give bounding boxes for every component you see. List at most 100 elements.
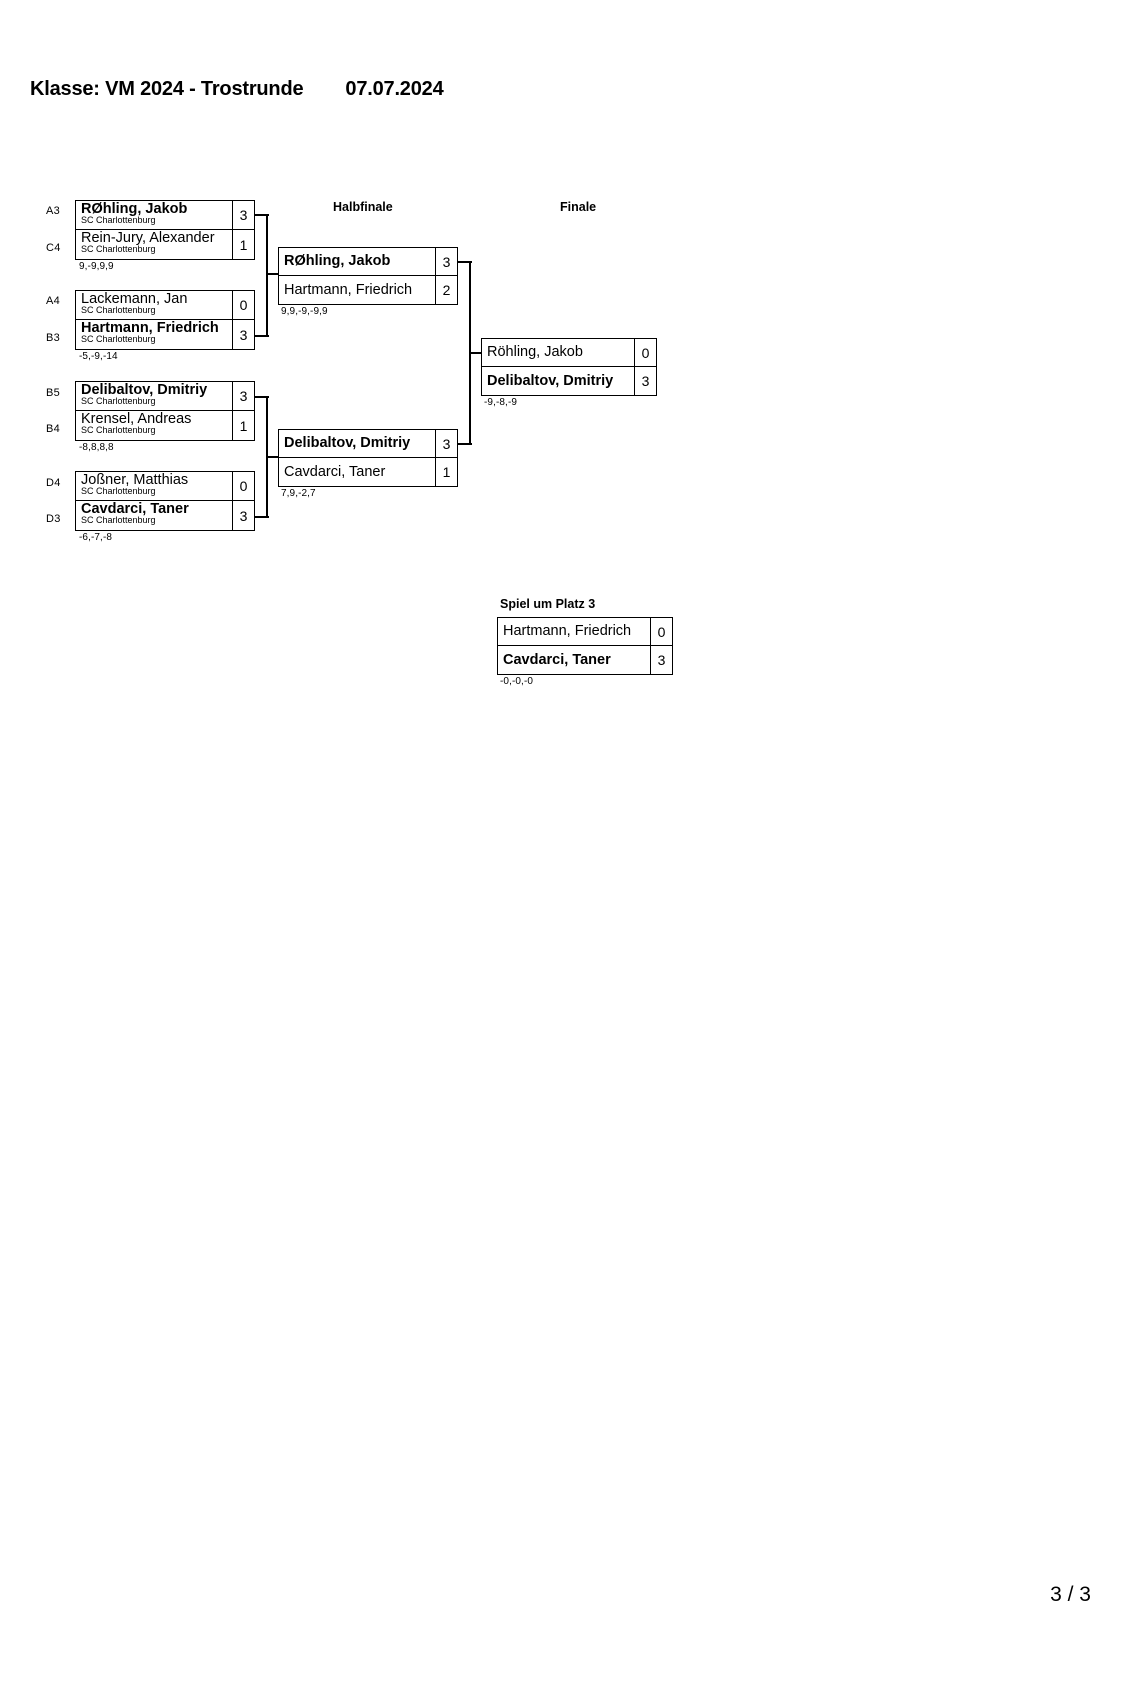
player-cell: RØhling, Jakob SC Charlottenburg	[76, 201, 232, 229]
player-cell: Cavdarci, Taner SC Charlottenburg	[76, 501, 232, 530]
player-name: Cavdarci, Taner	[81, 501, 189, 517]
player-score: 0	[650, 618, 672, 645]
seed-label: C4	[46, 242, 61, 254]
player-name: Hartmann, Friedrich	[284, 281, 413, 298]
player-name: Hartmann, Friedrich	[81, 320, 219, 336]
player-score: 3	[232, 320, 254, 349]
match-row[interactable]: Röhling, Jakob 0	[482, 339, 656, 367]
seed-label: B3	[46, 332, 61, 344]
player-cell: Rein-Jury, Alexander SC Charlottenburg	[76, 230, 232, 259]
bracket-connector	[458, 261, 472, 264]
bracket-connector	[458, 443, 472, 446]
player-club: SC Charlottenburg	[81, 334, 156, 344]
player-score: 0	[634, 339, 656, 366]
set-results: 7,9,-2,7	[281, 488, 316, 499]
player-cell: RØhling, Jakob	[279, 248, 435, 275]
player-score: 3	[232, 382, 254, 410]
match-row[interactable]: Lackemann, Jan SC Charlottenburg 0	[76, 291, 254, 320]
player-score: 3	[634, 367, 656, 395]
match-row[interactable]: Hartmann, Friedrich 2	[279, 276, 457, 304]
round-label-finale: Finale	[560, 200, 597, 214]
player-name: Delibaltov, Dmitriy	[284, 435, 411, 451]
seed-label: A4	[46, 295, 61, 307]
player-cell: Hartmann, Friedrich	[498, 618, 650, 645]
match-row[interactable]: Delibaltov, Dmitriy 3	[279, 430, 457, 458]
page-number: 3 / 3	[1050, 1583, 1091, 1606]
match-row[interactable]: Rein-Jury, Alexander SC Charlottenburg 1	[76, 230, 254, 259]
player-cell: Delibaltov, Dmitriy SC Charlottenburg	[76, 382, 232, 410]
player-club: SC Charlottenburg	[81, 515, 156, 525]
bracket-connector	[255, 396, 269, 399]
player-club: SC Charlottenburg	[81, 305, 156, 315]
player-club: SC Charlottenburg	[81, 486, 156, 496]
player-score: 1	[435, 458, 457, 486]
player-cell: Delibaltov, Dmitriy	[482, 367, 634, 395]
match-box-semifinal-2[interactable]: Delibaltov, Dmitriy 3 Cavdarci, Taner 1	[278, 429, 458, 487]
player-cell: Hartmann, Friedrich SC Charlottenburg	[76, 320, 232, 349]
round-label-spiel-um-platz-3: Spiel um Platz 3	[500, 597, 596, 611]
player-cell: Hartmann, Friedrich	[279, 276, 435, 304]
player-club: SC Charlottenburg	[81, 215, 156, 225]
match-box-r1-1[interactable]: RØhling, Jakob SC Charlottenburg 3 Rein-…	[75, 200, 255, 260]
match-box-r1-4[interactable]: Joßner, Matthias SC Charlottenburg 0 Cav…	[75, 471, 255, 531]
player-cell: Cavdarci, Taner	[498, 646, 650, 674]
match-row[interactable]: Joßner, Matthias SC Charlottenburg 0	[76, 472, 254, 501]
set-results: 9,9,-9,-9,9	[281, 306, 328, 317]
player-cell: Krensel, Andreas SC Charlottenburg	[76, 411, 232, 440]
player-club: SC Charlottenburg	[81, 425, 156, 435]
seed-label: B5	[46, 387, 61, 399]
match-box-semifinal-1[interactable]: RØhling, Jakob 3 Hartmann, Friedrich 2	[278, 247, 458, 305]
player-name: RØhling, Jakob	[284, 253, 391, 269]
match-row[interactable]: Krensel, Andreas SC Charlottenburg 1	[76, 411, 254, 440]
match-row[interactable]: Cavdarci, Taner 1	[279, 458, 457, 486]
player-score: 1	[232, 411, 254, 440]
seed-label: D3	[46, 513, 61, 525]
player-score: 3	[435, 248, 457, 275]
player-name: Röhling, Jakob	[487, 344, 583, 360]
player-cell: Cavdarci, Taner	[279, 458, 435, 486]
match-row[interactable]: Cavdarci, Taner SC Charlottenburg 3	[76, 501, 254, 530]
match-row[interactable]: Delibaltov, Dmitriy SC Charlottenburg 3	[76, 382, 254, 411]
bracket-connector	[469, 352, 483, 355]
seed-label: B4	[46, 423, 61, 435]
bracket-connector	[266, 273, 280, 276]
match-row[interactable]: Hartmann, Friedrich 0	[498, 618, 672, 646]
match-row[interactable]: RØhling, Jakob 3	[279, 248, 457, 276]
seed-label: A3	[46, 205, 61, 217]
player-cell: Joßner, Matthias SC Charlottenburg	[76, 472, 232, 500]
set-results: -6,-7,-8	[79, 532, 113, 543]
match-box-final[interactable]: Röhling, Jakob 0 Delibaltov, Dmitriy 3	[481, 338, 657, 396]
player-name: Cavdarci, Taner	[503, 651, 611, 668]
player-name: Lackemann, Jan	[81, 291, 188, 307]
match-row[interactable]: Cavdarci, Taner 3	[498, 646, 672, 674]
bracket-connector	[255, 335, 269, 338]
player-club: SC Charlottenburg	[81, 396, 156, 406]
player-score: 0	[232, 291, 254, 319]
match-box-r1-2[interactable]: Lackemann, Jan SC Charlottenburg 0 Hartm…	[75, 290, 255, 350]
match-row[interactable]: RØhling, Jakob SC Charlottenburg 3	[76, 201, 254, 230]
match-row[interactable]: Hartmann, Friedrich SC Charlottenburg 3	[76, 320, 254, 349]
set-results: -5,-9,-14	[79, 351, 118, 362]
player-name: RØhling, Jakob	[81, 201, 188, 217]
player-name: Krensel, Andreas	[81, 411, 192, 427]
round-label-halbfinale: Halbfinale	[333, 200, 393, 214]
player-name: Cavdarci, Taner	[284, 463, 386, 480]
match-box-third-place[interactable]: Hartmann, Friedrich 0 Cavdarci, Taner 3	[497, 617, 673, 675]
player-score: 3	[232, 501, 254, 530]
player-score: 3	[435, 430, 457, 457]
player-score: 2	[435, 276, 457, 304]
match-box-r1-3[interactable]: Delibaltov, Dmitriy SC Charlottenburg 3 …	[75, 381, 255, 441]
set-results: -0,-0,-0	[500, 676, 534, 687]
player-cell: Lackemann, Jan SC Charlottenburg	[76, 291, 232, 319]
player-score: 3	[650, 646, 672, 674]
match-row[interactable]: Delibaltov, Dmitriy 3	[482, 367, 656, 395]
set-results: -8,8,8,8	[79, 442, 114, 453]
tournament-date: 07.07.2024	[345, 78, 444, 100]
player-name: Hartmann, Friedrich	[503, 623, 632, 639]
page-header: Klasse: VM 2024 - Trostrunde 07.07.2024	[30, 78, 444, 101]
player-name: Delibaltov, Dmitriy	[487, 372, 614, 389]
bracket-connector	[255, 516, 269, 519]
player-cell: Delibaltov, Dmitriy	[279, 430, 435, 457]
player-name: Rein-Jury, Alexander	[81, 230, 215, 246]
player-score: 0	[232, 472, 254, 500]
